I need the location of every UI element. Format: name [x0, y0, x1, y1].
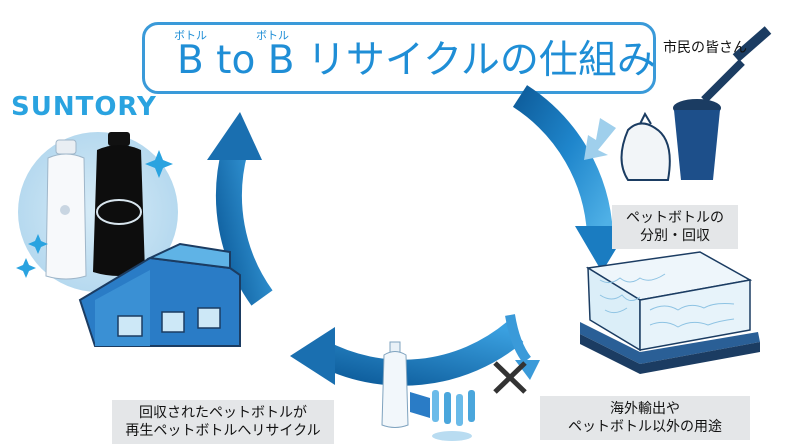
trash-bin-icon	[673, 26, 772, 180]
overseas-label: 海外輸出や ペットボトル以外の用途	[540, 396, 750, 440]
small-arrow-icon	[584, 118, 616, 160]
page-title: B to B リサイクルの仕組み	[177, 38, 656, 83]
title-ruby-right: ボトル	[256, 29, 289, 42]
bottle-bale-icon	[580, 251, 760, 374]
factory-icon	[78, 242, 241, 347]
title-box: ボトル ボトル B to B リサイクルの仕組み	[142, 22, 656, 94]
overseas-label-line2: ペットボトル以外の用途	[568, 419, 722, 435]
sparkle-icon	[16, 150, 173, 278]
cycle-arrow-icon	[207, 85, 630, 386]
recycle-label-line2: 再生ペットボトルへリサイクル	[125, 423, 321, 439]
sorting-label: ペットボトルの 分別・回収	[612, 205, 738, 249]
trash-bag-icon	[620, 111, 671, 181]
brand-logo: SUNTORY	[11, 92, 157, 122]
overseas-label-line1: 海外輸出や	[610, 401, 680, 417]
citizens-label: 市民の皆さん	[663, 40, 747, 56]
bottle-icon	[18, 132, 178, 292]
preform-icon	[381, 341, 475, 441]
recycle-label-line1: 回収されたペットボトルが	[139, 405, 307, 421]
sorting-label-line1: ペットボトルの	[626, 210, 724, 226]
recycle-label: 回収されたペットボトルが 再生ペットボトルへリサイクル	[112, 400, 334, 444]
cross-mark-icon	[493, 314, 540, 394]
title-ruby-left: ボトル	[174, 29, 207, 42]
sorting-label-line2: 分別・回収	[640, 228, 710, 244]
